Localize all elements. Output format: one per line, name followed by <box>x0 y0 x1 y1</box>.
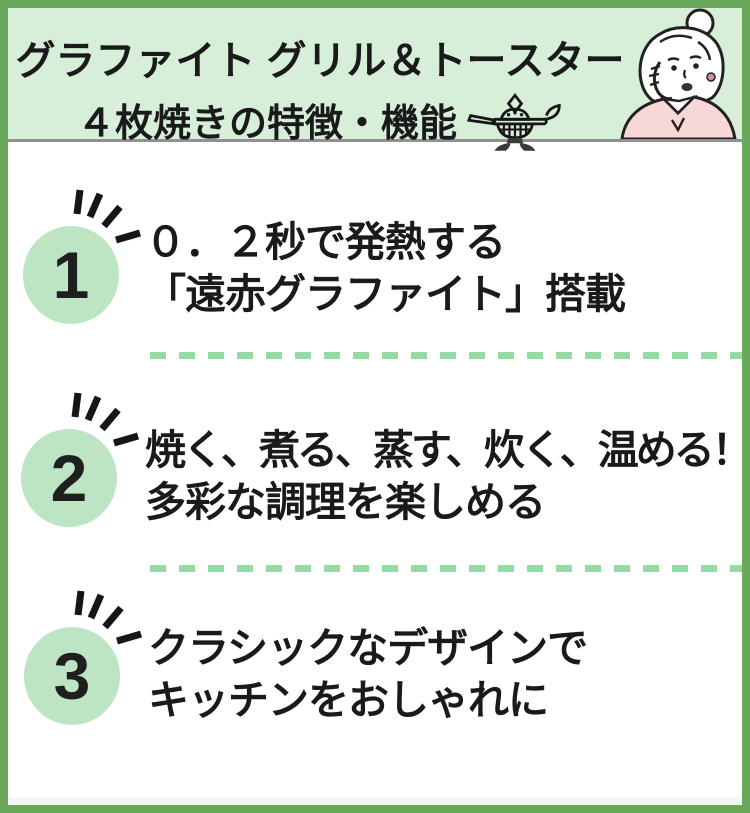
feature-2-line2: 多彩な調理を楽しめる <box>145 479 546 525</box>
feature-3-line1: クラシックなデザインで <box>148 625 588 671</box>
feature-2-text: 焼く、煮る、蒸す、炊く、温める！ 多彩な調理を楽しめる <box>145 424 750 528</box>
feature-3-number: 3 <box>53 639 91 713</box>
footer-strip <box>8 797 742 805</box>
title-row2: ４枚焼きの特徴・機能 <box>8 89 632 151</box>
title-block: グラファイト グリル＆トースター ４枚焼きの特徴・機能 <box>8 8 632 151</box>
feature-2-number: 2 <box>50 441 88 515</box>
aladdin-lamp-icon <box>467 93 561 151</box>
feature-1-number-badge: 1 <box>23 226 119 324</box>
feature-3-text: クラシックなデザインで キッチンをおしゃれに <box>148 622 588 726</box>
feature-1-number: 1 <box>52 238 90 312</box>
page-title-line1: グラファイト グリル＆トースター <box>15 39 625 83</box>
header: グラファイト グリル＆トースター ４枚焼きの特徴・機能 <box>8 8 742 151</box>
emphasis-rays-icon <box>74 590 142 645</box>
feature-3-line2: キッチンをおしゃれに <box>148 677 549 723</box>
feature-1-line2: 「遠赤グラファイト」搭載 <box>145 271 626 317</box>
feature-2-number-badge: 2 <box>21 429 117 527</box>
feature-2-line1: 焼く、煮る、蒸す、炊く、温める！ <box>145 427 750 473</box>
woman-hand-on-cheek-illustration <box>620 8 737 139</box>
feature-3-number-badge: 3 <box>24 627 120 725</box>
emphasis-rays-icon <box>73 189 141 244</box>
dashed-divider <box>150 565 742 572</box>
dashed-divider <box>150 352 742 359</box>
page-title-line2: ４枚焼きの特徴・機能 <box>76 102 457 145</box>
emphasis-rays-icon <box>71 392 139 447</box>
feature-1-text: ０．２秒で発熱する 「遠赤グラファイト」搭載 <box>145 216 626 320</box>
feature-1-line1: ０．２秒で発熱する <box>145 219 506 265</box>
